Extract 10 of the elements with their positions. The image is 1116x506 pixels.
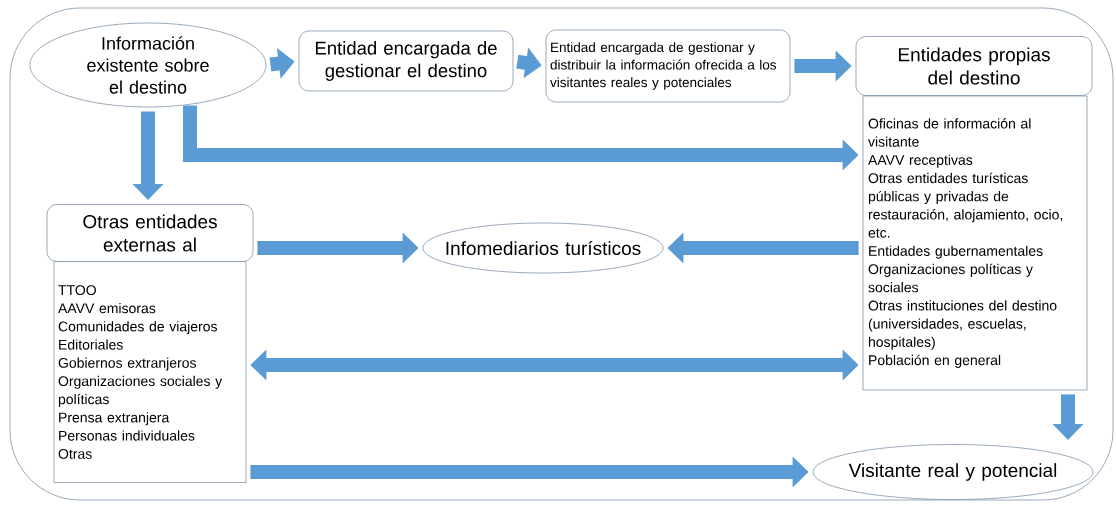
ellipse-node: Visitante real y potencial	[812, 444, 1094, 500]
list-box: Oficinas de información al visitante AAVV receptivas Otras entidades turísticas públicas y privadas de restauración, alojamiento, ocio, etc. Entidades gubernamentales Organizaciones políticas y sociales Otras instituciones del destino (universidades, escuelas, hospitales) Población en general	[862, 95, 1088, 391]
ellipse-node: Infomediarios turísticos	[422, 222, 664, 274]
process-box: Entidad encargada de gestionar y distribuir la información ofrecida a los visitantes reales y potenciales	[545, 29, 791, 103]
list-box: TTOO AAVV emisoras Comunidades de viajeros Editoriales Gobiernos extranjeros Organizaciones sociales y políticas Prensa extranjera Personas individuales Otras	[53, 261, 247, 483]
process-box: Otras entidades externas al	[46, 204, 254, 262]
ellipse-node: Información existente sobre el destino	[29, 22, 267, 108]
node-label: Visitante real y potencial	[848, 463, 1057, 481]
process-box: Entidades propias del destino	[855, 36, 1093, 96]
process-box: Entidad encargada de gestionar el destino	[298, 30, 514, 92]
